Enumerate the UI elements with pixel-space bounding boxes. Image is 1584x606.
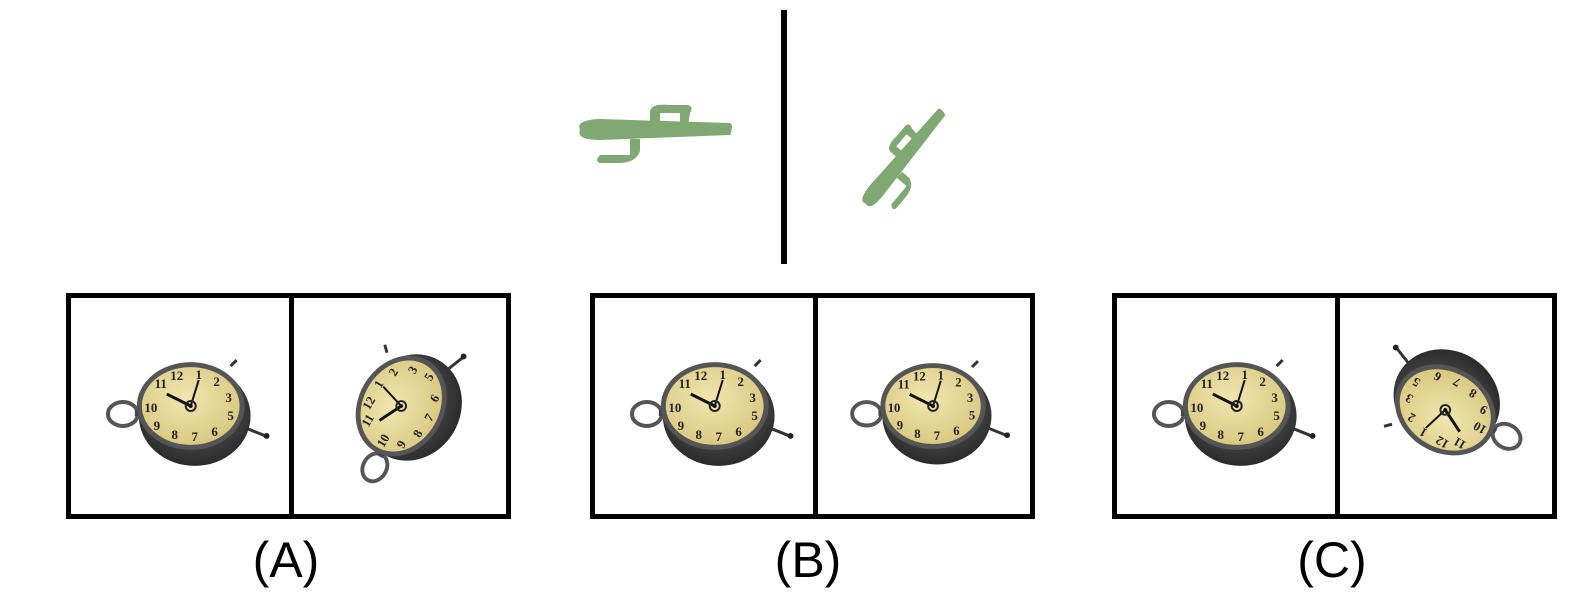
option-c-label: (C) <box>1297 532 1367 588</box>
option-a-label: (A) <box>252 532 320 588</box>
option-b-label: (B) <box>774 532 842 588</box>
cactus-icon <box>570 95 740 175</box>
pocket-watch-icon <box>629 358 796 468</box>
pocket-watch-icon <box>319 314 492 508</box>
option-c-right-cell <box>1334 298 1553 514</box>
pocket-watch-icon <box>1353 318 1547 492</box>
pocket-watch-icon <box>849 359 1012 467</box>
option-a-left-cell <box>71 298 289 514</box>
option-b-right-cell <box>812 298 1031 514</box>
pocket-watch-icon <box>105 358 272 468</box>
divider-line <box>781 10 787 264</box>
option-c-left-cell <box>1117 298 1335 514</box>
pocket-watch-icon <box>1151 358 1318 468</box>
option-a-right-cell <box>288 298 507 514</box>
option-c-panel[interactable] <box>1112 293 1557 519</box>
cactus-icon <box>850 75 985 210</box>
option-a-panel[interactable] <box>66 293 511 519</box>
option-b-left-cell <box>595 298 813 514</box>
option-b-panel[interactable] <box>590 293 1035 519</box>
